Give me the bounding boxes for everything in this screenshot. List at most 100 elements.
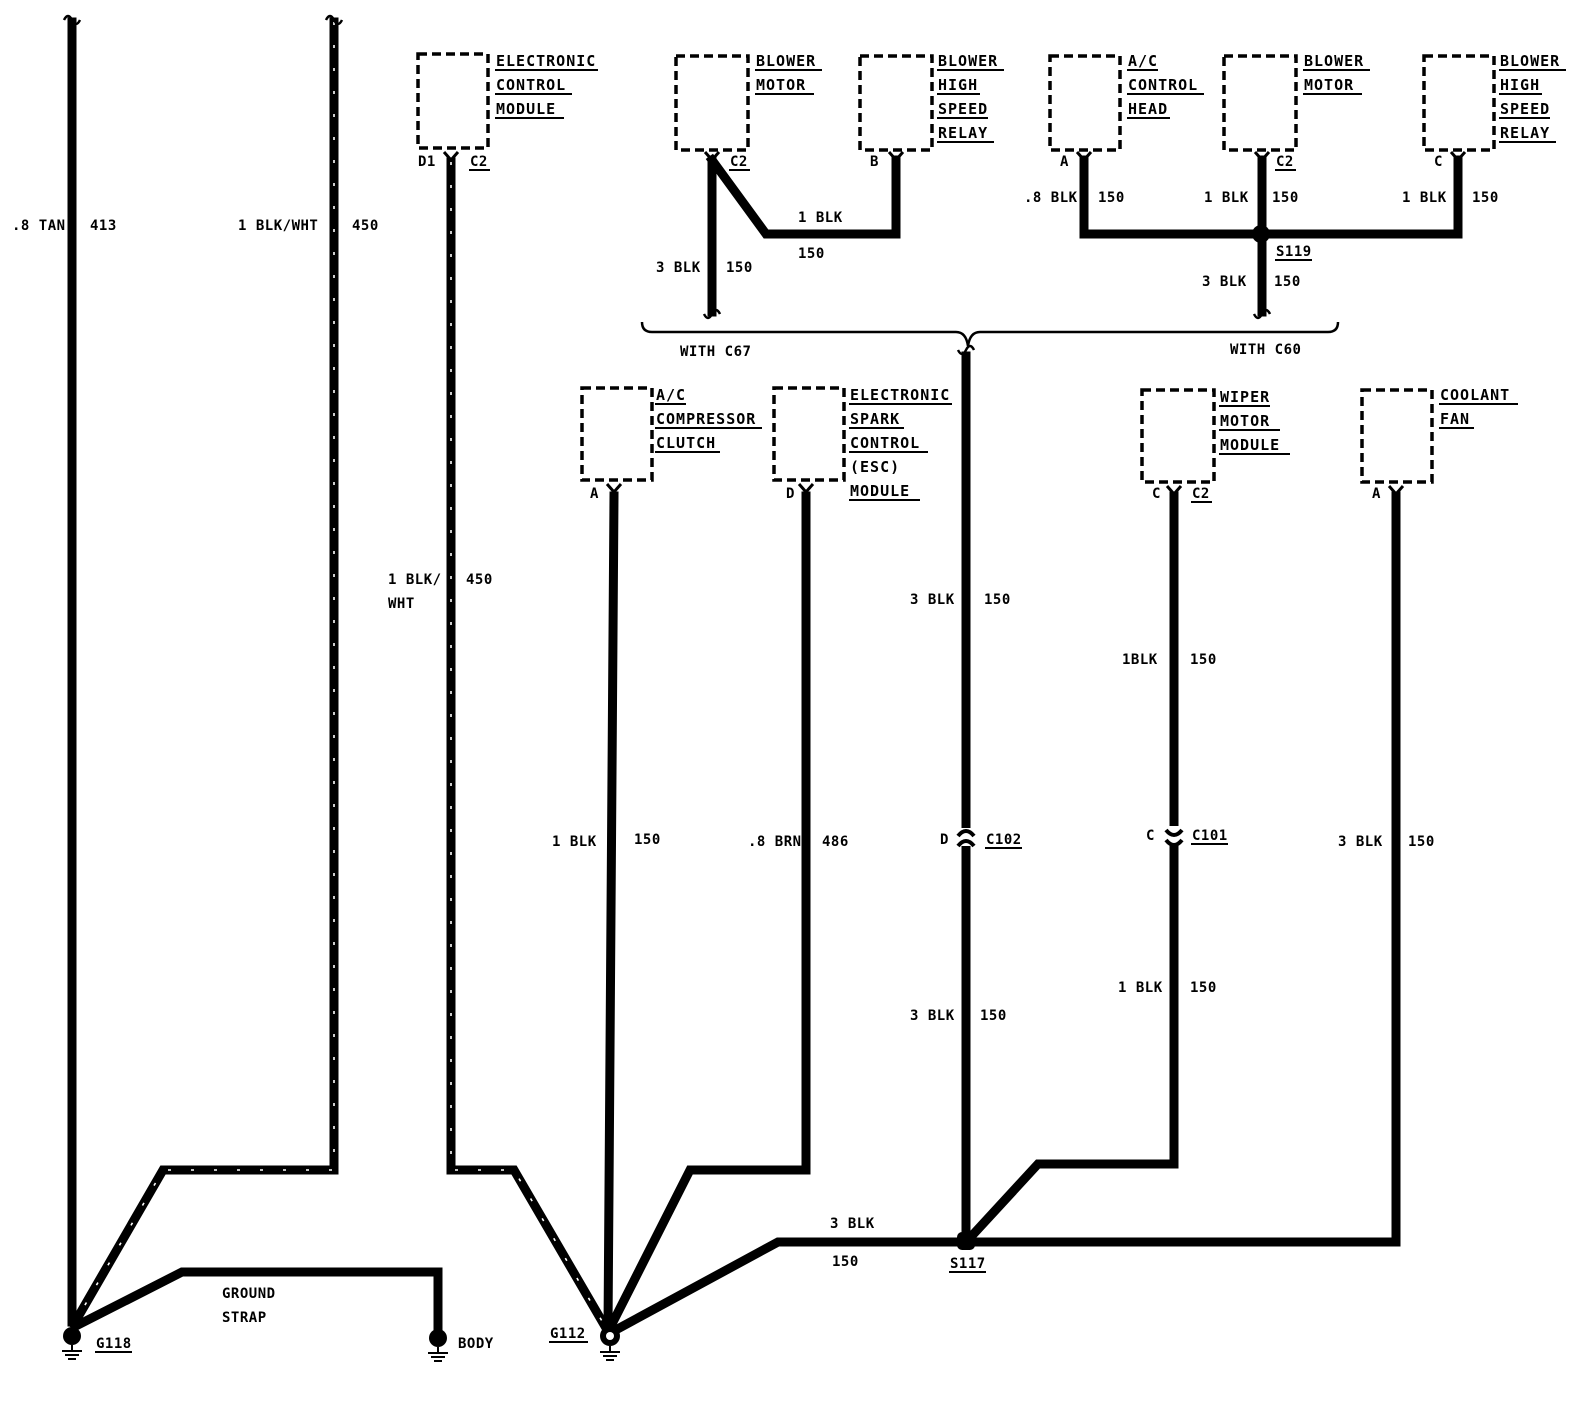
- blower2-connector-label: C2: [1276, 154, 1294, 170]
- ecm-connector-label: C2: [470, 154, 488, 170]
- wire-coolant-fan: [965, 491, 1401, 1247]
- ac-clutch-label: A/C COMPRESSOR CLUTCH: [655, 386, 762, 453]
- ecm-pin-label: D1: [418, 154, 436, 170]
- with-c60-label: WITH C60: [1230, 342, 1301, 358]
- svg-text:CONTROL: CONTROL: [496, 76, 566, 94]
- wire-esc: [603, 491, 811, 1335]
- wiper-lower-size: 1 BLK: [1118, 980, 1163, 996]
- svg-text:ELECTRONIC: ELECTRONIC: [850, 386, 950, 404]
- svg-text:MOTOR: MOTOR: [1304, 76, 1354, 94]
- esc-pin-label: D: [786, 486, 795, 502]
- svg-text:A/C: A/C: [1128, 52, 1158, 70]
- relay2-size: 1 BLK: [1402, 190, 1447, 206]
- svg-text:HIGH: HIGH: [1500, 76, 1540, 94]
- svg-text:CLUTCH: CLUTCH: [656, 434, 716, 452]
- svg-text:RELAY: RELAY: [938, 124, 988, 142]
- clutch-circuit: 150: [634, 832, 661, 848]
- blower-relay-1-label: BLOWER HIGH SPEED RELAY: [937, 52, 1004, 143]
- splice-s119: [1252, 225, 1270, 243]
- wiper-lower-circuit: 150: [1190, 980, 1217, 996]
- wire-450-left: [67, 17, 339, 1331]
- g112-label: G112: [550, 1326, 586, 1342]
- blower1-relay-circuit: 150: [798, 246, 825, 262]
- fan-size: 3 BLK: [1338, 834, 1383, 850]
- wiper-upper-size: 1BLK: [1122, 652, 1158, 668]
- wiper-upper-circuit: 150: [1190, 652, 1217, 668]
- splice-s117: [957, 1232, 975, 1250]
- connector-c102: [956, 828, 976, 848]
- wire-ac-head: [1079, 155, 1463, 239]
- blower1-connector-label: C2: [730, 154, 748, 170]
- blower1-relay-size: 1 BLK: [798, 210, 843, 226]
- ac-control-head-label: A/C CONTROL HEAD: [1127, 52, 1204, 119]
- wire-450-ecm: [446, 157, 613, 1335]
- c101-label: C101: [1192, 828, 1228, 844]
- ground-strap-label-2: STRAP: [222, 1310, 267, 1326]
- s117-label: S117: [950, 1256, 986, 1272]
- blower-motor-2-label: BLOWER MOTOR: [1303, 52, 1370, 95]
- connector-c101: [1164, 826, 1184, 847]
- fan-pin-label: A: [1372, 486, 1381, 502]
- esc-module-label: ELECTRONIC SPARK CONTROL (ESC) MODULE: [849, 386, 952, 501]
- clutch-size: 1 BLK: [552, 834, 597, 850]
- ac-clutch-pin-label: A: [590, 486, 599, 502]
- main-upper-size: 3 BLK: [910, 592, 955, 608]
- wire-blower1-relay: [705, 153, 901, 239]
- relay2-pin-label: C: [1434, 154, 1443, 170]
- c101-pin-label: C: [1146, 828, 1155, 844]
- svg-text:MOTOR: MOTOR: [756, 76, 806, 94]
- main-lower-size: 3 BLK: [910, 1008, 955, 1024]
- w450b-circuit: 450: [466, 572, 493, 588]
- body-label: BODY: [458, 1336, 494, 1352]
- ground-g112-icon: [600, 1326, 620, 1361]
- s119-down-circuit: 150: [1274, 274, 1301, 290]
- esc-circuit: 486: [822, 834, 849, 850]
- w450b-size-2: WHT: [388, 596, 415, 612]
- wire-ground-strap: [69, 1267, 443, 1335]
- main-upper-circuit: 150: [984, 592, 1011, 608]
- svg-text:WIPER: WIPER: [1220, 388, 1270, 406]
- blower-relay-2-box: [1422, 54, 1496, 152]
- svg-text:COMPRESSOR: COMPRESSOR: [656, 410, 756, 428]
- blower2-size: 1 BLK: [1204, 190, 1249, 206]
- w413-circuit: 413: [90, 218, 117, 234]
- svg-text:SPEED: SPEED: [1500, 100, 1550, 118]
- s119-down-size: 3 BLK: [1202, 274, 1247, 290]
- svg-text:HIGH: HIGH: [938, 76, 978, 94]
- blower-relay-2-label: BLOWER HIGH SPEED RELAY: [1499, 52, 1566, 143]
- fan-circuit: 150: [1408, 834, 1435, 850]
- relay2-circuit: 150: [1472, 190, 1499, 206]
- achead-size: .8 BLK: [1024, 190, 1078, 206]
- w413-size: .8 TAN: [12, 218, 66, 234]
- with-c67-label: WITH C67: [680, 344, 751, 360]
- ecm-box: [416, 52, 490, 150]
- blower-motor-2-box: [1222, 54, 1298, 152]
- s119-label: S119: [1276, 244, 1312, 260]
- svg-text:CONTROL: CONTROL: [850, 434, 920, 452]
- g118-label: G118: [96, 1336, 132, 1352]
- svg-text:BLOWER: BLOWER: [1500, 52, 1560, 70]
- s117-g112-size: 3 BLK: [830, 1216, 875, 1232]
- svg-text:MOTOR: MOTOR: [1220, 412, 1270, 430]
- coolant-fan-label: COOLANT FAN: [1439, 386, 1518, 429]
- blower-motor-1-box: [674, 54, 750, 152]
- ac-head-pin-label: A: [1060, 154, 1069, 170]
- w450a-size: 1 BLK/WHT: [238, 218, 318, 234]
- svg-text:MODULE: MODULE: [850, 482, 910, 500]
- main-lower-circuit: 150: [980, 1008, 1007, 1024]
- wiper-pin-label: C: [1152, 486, 1161, 502]
- c102-pin-label: D: [940, 832, 949, 848]
- svg-text:FAN: FAN: [1440, 410, 1470, 428]
- svg-text:ELECTRONIC: ELECTRONIC: [496, 52, 596, 70]
- esc-module-box: [772, 386, 846, 482]
- achead-circuit: 150: [1098, 190, 1125, 206]
- svg-text:COOLANT: COOLANT: [1440, 386, 1510, 404]
- svg-text:BLOWER: BLOWER: [938, 52, 998, 70]
- ground-strap-label-1: GROUND: [222, 1286, 276, 1302]
- blower2-circuit: 150: [1272, 190, 1299, 206]
- svg-text:HEAD: HEAD: [1128, 100, 1168, 118]
- terminal-marks: [442, 151, 1467, 497]
- svg-text:SPEED: SPEED: [938, 100, 988, 118]
- ground-body-icon: [428, 1329, 448, 1362]
- wiper-module-label: WIPER MOTOR MODULE: [1219, 388, 1290, 455]
